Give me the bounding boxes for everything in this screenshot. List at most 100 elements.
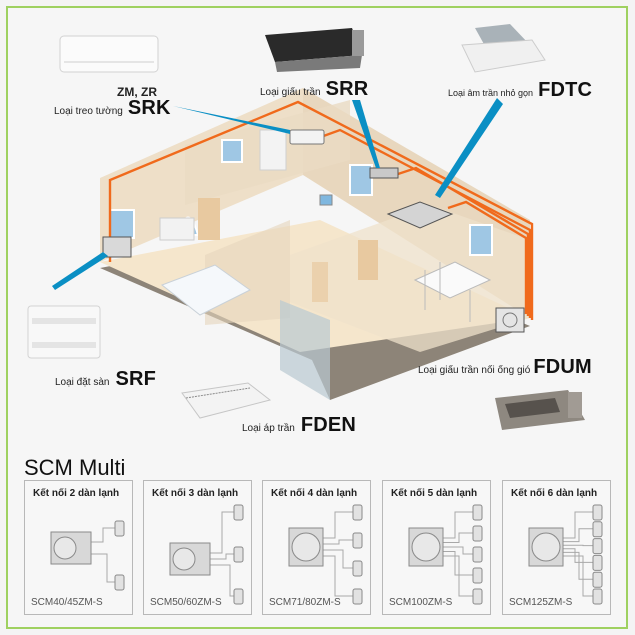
srk-label: Loại treo tường SRK bbox=[54, 97, 171, 120]
fden-label: Loại áp trần FDEN bbox=[242, 414, 356, 437]
indoor-unit-icon bbox=[233, 546, 244, 563]
fan-icon bbox=[502, 312, 518, 328]
indoor-unit-icon bbox=[592, 571, 603, 588]
card-model: SCM71/80ZM-S bbox=[269, 597, 341, 608]
fdum-type-label: Loại giấu trần nối ống gió bbox=[418, 365, 531, 376]
pipe-line bbox=[563, 528, 593, 543]
fdtc-label: Loại âm trần nhỏ gọn FDTC bbox=[448, 79, 592, 102]
srf-code: SRF bbox=[115, 368, 157, 390]
pipe-line bbox=[443, 551, 473, 576]
connection-diagram bbox=[169, 504, 244, 605]
wardrobe bbox=[259, 129, 287, 171]
bed bbox=[160, 264, 251, 316]
pipe-line bbox=[443, 546, 473, 555]
indoor-unit-icon bbox=[352, 588, 363, 605]
floor-unit-in-house bbox=[102, 236, 132, 258]
card-model: SCM125ZM-S bbox=[509, 597, 573, 608]
door bbox=[358, 240, 378, 280]
srk-subtitle: ZM, ZR bbox=[117, 85, 157, 99]
card-title: Kết nối 3 dàn lạnh bbox=[152, 488, 239, 499]
fdtc-code: FDTC bbox=[538, 79, 593, 101]
multi-card: Kết nối 3 dàn lạnh SCM50/60ZM-S bbox=[143, 480, 252, 615]
fan-icon bbox=[531, 532, 561, 562]
srr-label: Loại giấu trần SRR bbox=[260, 78, 368, 101]
fdum-unit-image bbox=[495, 390, 585, 430]
srf-unit-image bbox=[27, 305, 101, 359]
srk-unit-image bbox=[59, 35, 159, 73]
dining-table bbox=[413, 261, 492, 299]
srf-label: Loại đặt sàn SRF bbox=[55, 368, 156, 391]
indoor-unit-icon bbox=[472, 504, 483, 521]
indoor-unit-icon bbox=[352, 532, 363, 549]
fdum-code: FDUM bbox=[533, 356, 592, 378]
pipe-line bbox=[443, 511, 473, 539]
pipe-line bbox=[323, 511, 353, 539]
fdtc-unit-image bbox=[461, 24, 546, 73]
pipe-line bbox=[323, 555, 353, 597]
window bbox=[221, 139, 243, 163]
fan-icon bbox=[411, 532, 441, 562]
pipe-line bbox=[91, 553, 115, 583]
pipe-line bbox=[210, 553, 234, 560]
cassette-unit-in-house bbox=[386, 201, 454, 229]
pointer-fdtc bbox=[435, 98, 503, 198]
connection-diagram bbox=[50, 520, 125, 591]
fan-icon bbox=[53, 536, 77, 560]
indoor-unit-icon bbox=[352, 560, 363, 577]
door bbox=[312, 262, 328, 302]
fden-code: FDEN bbox=[300, 414, 357, 436]
indoor-unit-icon bbox=[472, 567, 483, 584]
card-model: SCM40/45ZM-S bbox=[31, 597, 103, 608]
indoor-unit-icon bbox=[592, 504, 603, 521]
indoor-unit-icon bbox=[472, 588, 483, 605]
computer bbox=[319, 194, 333, 206]
card-model: SCM50/60ZM-S bbox=[150, 597, 222, 608]
fan-icon bbox=[172, 547, 196, 571]
fden-type-label: Loại áp trần bbox=[242, 423, 295, 434]
indoor-unit-icon bbox=[352, 504, 363, 521]
connection-diagram bbox=[288, 504, 363, 605]
pipe-line bbox=[323, 549, 353, 569]
multi-card: Kết nối 2 dàn lạnh SCM40/45ZM-S bbox=[24, 480, 133, 615]
fdtc-type-label: Loại âm trần nhỏ gọn bbox=[448, 88, 534, 98]
product-images bbox=[27, 24, 585, 430]
scm-multi-title: SCM Multi bbox=[24, 455, 126, 480]
srr-unit-image bbox=[265, 28, 364, 72]
pipe-line bbox=[91, 527, 115, 543]
pipe-line bbox=[563, 555, 593, 597]
pointer-beams bbox=[52, 98, 503, 290]
indoor-unit-icon bbox=[233, 588, 244, 605]
bathroom-floor bbox=[280, 300, 330, 400]
srk-code: SRK bbox=[127, 97, 171, 119]
card-title: Kết nối 6 dàn lạnh bbox=[511, 488, 598, 499]
srr-code: SRR bbox=[325, 78, 369, 100]
multi-card: Kết nối 4 dàn lạnh SCM71/80ZM-S bbox=[262, 480, 371, 615]
connection-diagram bbox=[528, 504, 603, 605]
pipe-line bbox=[443, 555, 473, 597]
dresser bbox=[159, 217, 195, 241]
ducted-unit-in-house bbox=[369, 167, 399, 179]
house-illustration bbox=[52, 88, 534, 400]
pipe-line bbox=[210, 511, 234, 554]
connection-diagram bbox=[408, 504, 483, 605]
indoor-unit-icon bbox=[472, 525, 483, 542]
card-model: SCM100ZM-S bbox=[389, 597, 453, 608]
indoor-unit-icon bbox=[592, 521, 603, 538]
indoor-unit-icon bbox=[592, 588, 603, 605]
outdoor-unit-in-house bbox=[495, 307, 525, 333]
indoor-unit-icon bbox=[592, 538, 603, 555]
pipe-line bbox=[563, 511, 593, 539]
indoor-unit-icon bbox=[114, 574, 125, 591]
pointer-srf bbox=[52, 252, 108, 290]
pipe-line bbox=[443, 532, 473, 543]
indoor-unit-icon bbox=[592, 554, 603, 571]
srk-type-label: Loại treo tường bbox=[54, 106, 123, 117]
card-title: Kết nối 5 dàn lạnh bbox=[391, 488, 478, 499]
srf-type-label: Loại đặt sàn bbox=[55, 377, 110, 388]
pointer-srk bbox=[173, 106, 290, 134]
multi-card: Kết nối 6 dàn lạnh SCM125ZM-S bbox=[502, 480, 611, 615]
wall-unit-in-house bbox=[289, 129, 325, 145]
fan-icon bbox=[291, 532, 321, 562]
fdum-label: Loại giấu trần nối ống gió FDUM bbox=[418, 356, 592, 379]
window bbox=[469, 224, 493, 256]
